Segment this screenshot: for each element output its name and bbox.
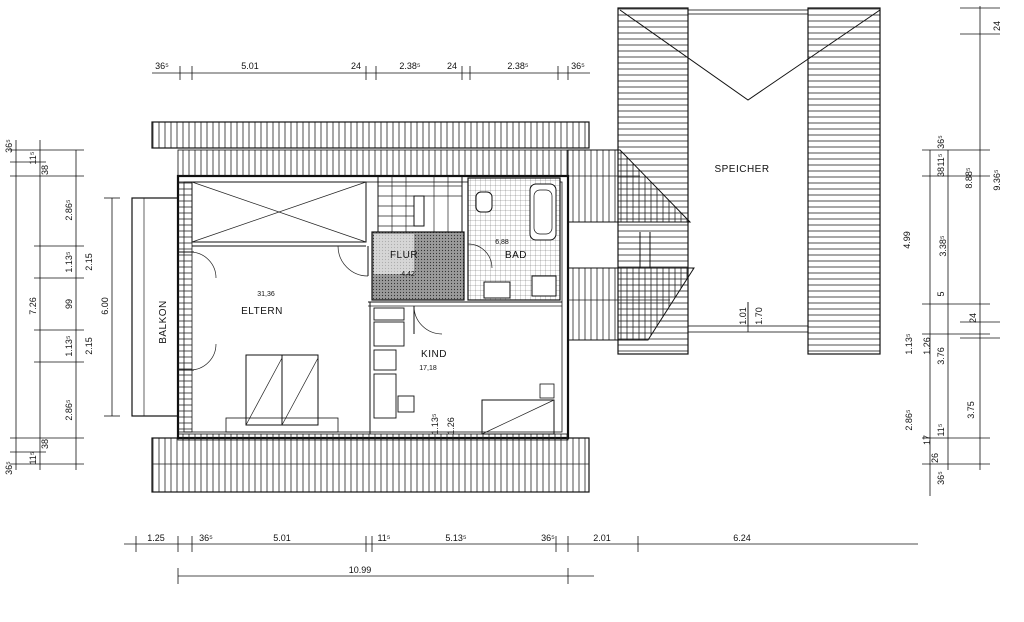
dim-top-2: 24 [351,61,361,71]
label-bad: BAD [505,250,527,261]
area-bad: 6,88 [495,239,509,246]
label-kind: KIND [421,349,447,360]
label-speicher: SPEICHER [714,164,769,175]
room-flur [371,231,465,301]
dim-top-0: 36⁵ [155,61,169,71]
dim-left-9: 11⁵ [28,451,38,464]
label-flur: FLUR [390,250,418,261]
dim-left-8: 38 [40,439,50,449]
dim-bottom-0: 1.25 [147,533,165,543]
area-flur: 4,42 [401,271,415,278]
dim-right-a-0: 36⁵ [936,135,946,149]
dim-right-b-2: 1.26 [922,337,932,355]
dim-right-a-1: 11⁵ [936,153,946,166]
dim-left-total: 7.26 [28,297,38,315]
dim-right-a-7: 17 [922,435,932,445]
label-balkon: BALKON [158,300,169,344]
dim-right-b-4: 3.75 [966,401,976,419]
dim-inner-labels: 1.13⁵ 1.26 1.01 1.70 [430,307,764,435]
dim-bottom-6: 2.01 [593,533,611,543]
dim-left-labels: 36⁵ 11⁵ 38 2.86⁵ 1.13⁵ 99 1.13⁵ 2.86⁵ 38… [4,139,110,475]
dim-right-c-0: 24 [992,21,1002,31]
dim-right-c-2: 24 [968,313,978,323]
dim-right-c-1: 9.36⁵ [992,169,1002,191]
dim-kind-1: 1.26 [446,417,456,435]
room-balkon [131,197,217,417]
dim-bottom-3: 11⁵ [377,533,390,543]
dim-left-1: 11⁵ [28,151,38,164]
dim-right-a-5: 1.13⁵ [904,333,914,355]
dim-top-3: 2.38⁵ [399,61,421,71]
dim-left-2: 38 [40,165,50,175]
dim-right-a-8: 26 [930,453,940,463]
dim-bottom-labels: 1.25 36⁵ 5.01 11⁵ 5.13⁵ 36⁵ 2.01 6.24 10… [147,533,751,575]
dim-speicher-0: 1.01 [738,307,748,325]
dim-right-a-6: 2.86⁵ [904,409,914,431]
dim-right-a-3: 5 [936,291,946,296]
dim-bottom-5: 36⁵ [541,533,555,543]
roof-bottom [151,437,590,493]
dim-left-6: 1.13⁵ [64,335,74,357]
dim-top-labels: 36⁵ 5.01 24 2.38⁵ 24 2.38⁵ 36⁵ [155,61,585,71]
dim-left-mid-0: 2.15 [84,253,94,271]
dim-right-b-1: 3.38⁵ [938,235,948,257]
room-labels: ELTERN 31,36 KIND 17,18 FLUR 4,42 BAD 6,… [158,164,769,372]
roof-top [151,121,590,149]
dim-right-b-3: 3.76 [936,347,946,365]
dim-top-4: 24 [447,61,457,71]
dim-right-a-9: 36⁵ [936,471,946,485]
dim-bottom-total: 10.99 [349,565,372,575]
dim-right-b-0: 8.88⁵ [964,167,974,189]
dim-right-labels: 36⁵ 11⁵ 38 5 4.99 1.13⁵ 2.86⁵ 17 26 36⁵ … [902,21,1002,485]
dim-bottom-1: 36⁵ [199,533,213,543]
area-kind: 17,18 [419,365,437,372]
label-eltern: ELTERN [241,306,283,317]
room-kind [368,301,562,435]
dim-top-5: 2.38⁵ [507,61,529,71]
dim-right-b-5: 11⁵ [936,423,946,436]
dim-speicher-1: 1.70 [754,307,764,325]
room-eltern [191,181,369,433]
dim-kind-0: 1.13⁵ [430,413,440,435]
area-eltern: 31,36 [257,291,275,298]
room-bad [467,177,561,301]
dim-bottom-7: 6.24 [733,533,751,543]
dim-left-7: 2.86⁵ [64,399,74,421]
dim-left-5: 99 [64,299,74,309]
dim-left-4: 1.13⁵ [64,251,74,273]
dim-right-a-2: 38 [936,167,946,177]
dim-left-balkon: 6.00 [100,297,110,315]
dim-top-6: 36⁵ [571,61,585,71]
dim-left-3: 2.86⁵ [64,199,74,221]
dormer-lower [567,232,695,341]
dim-left-mid-1: 2.15 [84,337,94,355]
dormer-upper [567,149,692,223]
dim-top-1: 5.01 [241,61,259,71]
dim-right-a-4: 4.99 [902,231,912,249]
dim-lines [10,6,1000,584]
dim-left-10: 36⁵ [4,461,14,475]
dim-bottom-2: 5.01 [273,533,291,543]
stairs [377,175,463,233]
dim-bottom-4: 5.13⁵ [445,533,467,543]
dim-left-0: 36⁵ [4,139,14,153]
